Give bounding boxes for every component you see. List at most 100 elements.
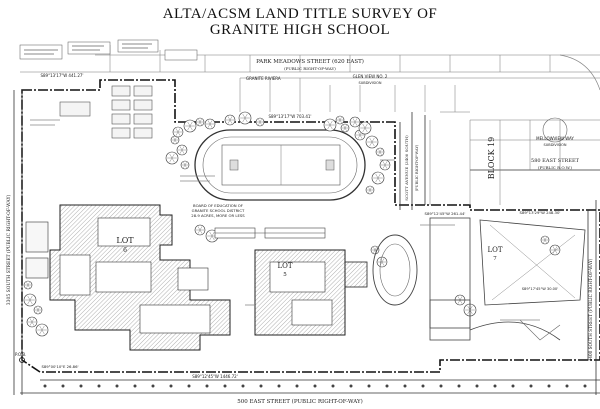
south-street-label: 500 EAST STREET (PUBLIC RIGHT-OF-WAY) — [237, 398, 363, 405]
frontage-markers — [43, 384, 587, 388]
east-edge-street-label: 3400 SOUTH STREET (PUBLIC RIGHT-OF-WAY) — [588, 258, 593, 361]
tree-icon — [379, 159, 391, 171]
lot-5-number: 5 — [283, 272, 287, 278]
frontage-dot — [421, 384, 425, 388]
frontage-dot — [187, 384, 191, 388]
frontage-dot — [151, 384, 155, 388]
frontage-dot — [529, 384, 533, 388]
tree-icon — [180, 160, 190, 170]
bleachers — [214, 227, 326, 239]
tree-icon — [255, 117, 265, 127]
tree-icon — [454, 294, 466, 306]
frontage-dot — [583, 384, 587, 388]
tree-icon — [204, 118, 216, 130]
frontage-dot — [43, 384, 47, 388]
frontage-dot — [367, 384, 371, 388]
tree-icon — [23, 293, 37, 307]
tree-icon — [183, 119, 197, 133]
lot-7-label: LOT — [487, 246, 502, 254]
tree-icon — [33, 305, 43, 315]
corner-notes — [19, 39, 198, 61]
parking-grid — [59, 85, 153, 139]
frontage-dot — [511, 384, 515, 388]
scott-avenue-label: SCOTT AVENUE (3400 SOUTH) — [404, 135, 409, 201]
tree-icon — [224, 114, 236, 126]
west-structures — [25, 221, 49, 279]
bearing-scott-right: S89°12'45"W 261.44' — [425, 211, 466, 216]
frontage-dot — [169, 384, 173, 388]
gym-building — [254, 249, 368, 336]
tree-icon — [376, 256, 388, 268]
tree-clusters — [23, 111, 561, 337]
frontage-dot — [79, 384, 83, 388]
frontage-dot — [295, 384, 299, 388]
tree-icon — [375, 147, 385, 157]
frontage-dot — [457, 384, 461, 388]
running-track — [194, 129, 366, 201]
bearing-south-left: S89°00'10"E 26.86' — [41, 364, 78, 369]
scott-avenue-sub: (PUBLIC RIGHT-OF-WAY) — [415, 144, 419, 191]
tree-icon — [323, 118, 337, 132]
tree-icon — [23, 280, 33, 290]
tree-icon — [340, 123, 350, 133]
survey-title-line1: ALTA/ACSM LAND TITLE SURVEY OF — [162, 6, 438, 22]
north-street-label: PARK MEADOWS STREET (620 EAST) — [256, 58, 364, 65]
mellowview-sub: SUBDIVISION — [544, 143, 567, 147]
corner-notes-text — [24, 43, 152, 55]
north-street-sub: (PUBLIC RIGHT-OF-WAY) — [284, 66, 336, 71]
tree-icon — [195, 117, 205, 127]
bearing-scott-far: S89°13'29"W 248.30' — [520, 210, 561, 215]
parcel-boundary — [21, 79, 600, 373]
survey-title-line2: GRANITE HIGH SCHOOL — [209, 22, 391, 38]
mellowview-label: MELLOWVIEW WAY — [536, 136, 574, 141]
tree-icon — [172, 126, 184, 138]
tree-icon — [540, 235, 550, 245]
frontage-dot — [331, 384, 335, 388]
glen-view-sub: SUBDIVISION — [359, 81, 382, 85]
owner-line1: BOARD OF EDUCATION OF — [193, 203, 243, 208]
east-fields — [372, 217, 586, 341]
frontage-dot — [223, 384, 227, 388]
granite-riviera-label: GRANITE RIVIERA — [246, 76, 281, 81]
frontage-dot — [61, 384, 65, 388]
glen-view-label: GLEN VIEW NO. 2 — [353, 74, 388, 79]
tree-icon — [370, 245, 380, 255]
tree-icon — [371, 171, 385, 185]
frontage-dot — [385, 384, 389, 388]
tree-icon — [26, 316, 38, 328]
owner-line3: 28.9 ACRES, MORE OR LESS — [191, 213, 245, 218]
frontage-dot — [241, 384, 245, 388]
rights-of-way — [13, 90, 600, 395]
frontage-dot — [547, 384, 551, 388]
cul-de-sac — [542, 117, 568, 143]
frontage-dot — [403, 384, 407, 388]
lot-5-label: LOT — [277, 262, 292, 270]
frontage-dot — [133, 384, 137, 388]
east-580-sub: (PUBLIC R.O.W.) — [538, 165, 572, 170]
frontage-dot — [493, 384, 497, 388]
main-building — [49, 204, 231, 351]
north-lots — [20, 45, 600, 112]
frontage-dot — [97, 384, 101, 388]
tree-icon — [365, 135, 379, 149]
lot-6-label: LOT — [116, 236, 134, 245]
tree-icon — [176, 144, 188, 156]
tree-icon — [165, 151, 179, 165]
pob-marker — [19, 357, 25, 363]
annotation-marks — [30, 119, 540, 321]
owner-line2: GRANITE SCHOOL DISTRICT — [192, 208, 245, 213]
east-580-label: 580 EAST STREET — [531, 158, 580, 164]
bearing-north-mid: S89°13'17"W 703.41' — [268, 114, 311, 119]
tree-icon — [35, 323, 49, 337]
tree-icon — [349, 116, 361, 128]
frontage-dot — [439, 384, 443, 388]
tree-icon — [335, 115, 345, 125]
tree-icon — [365, 185, 375, 195]
lot-7-number: 7 — [493, 256, 497, 262]
frontage-dot — [313, 384, 317, 388]
lot-6-number: 6 — [123, 247, 127, 254]
tree-icon — [238, 111, 252, 125]
bearing-north: S89°13'17"W 441.27' — [40, 73, 83, 78]
frontage-dot — [115, 384, 119, 388]
